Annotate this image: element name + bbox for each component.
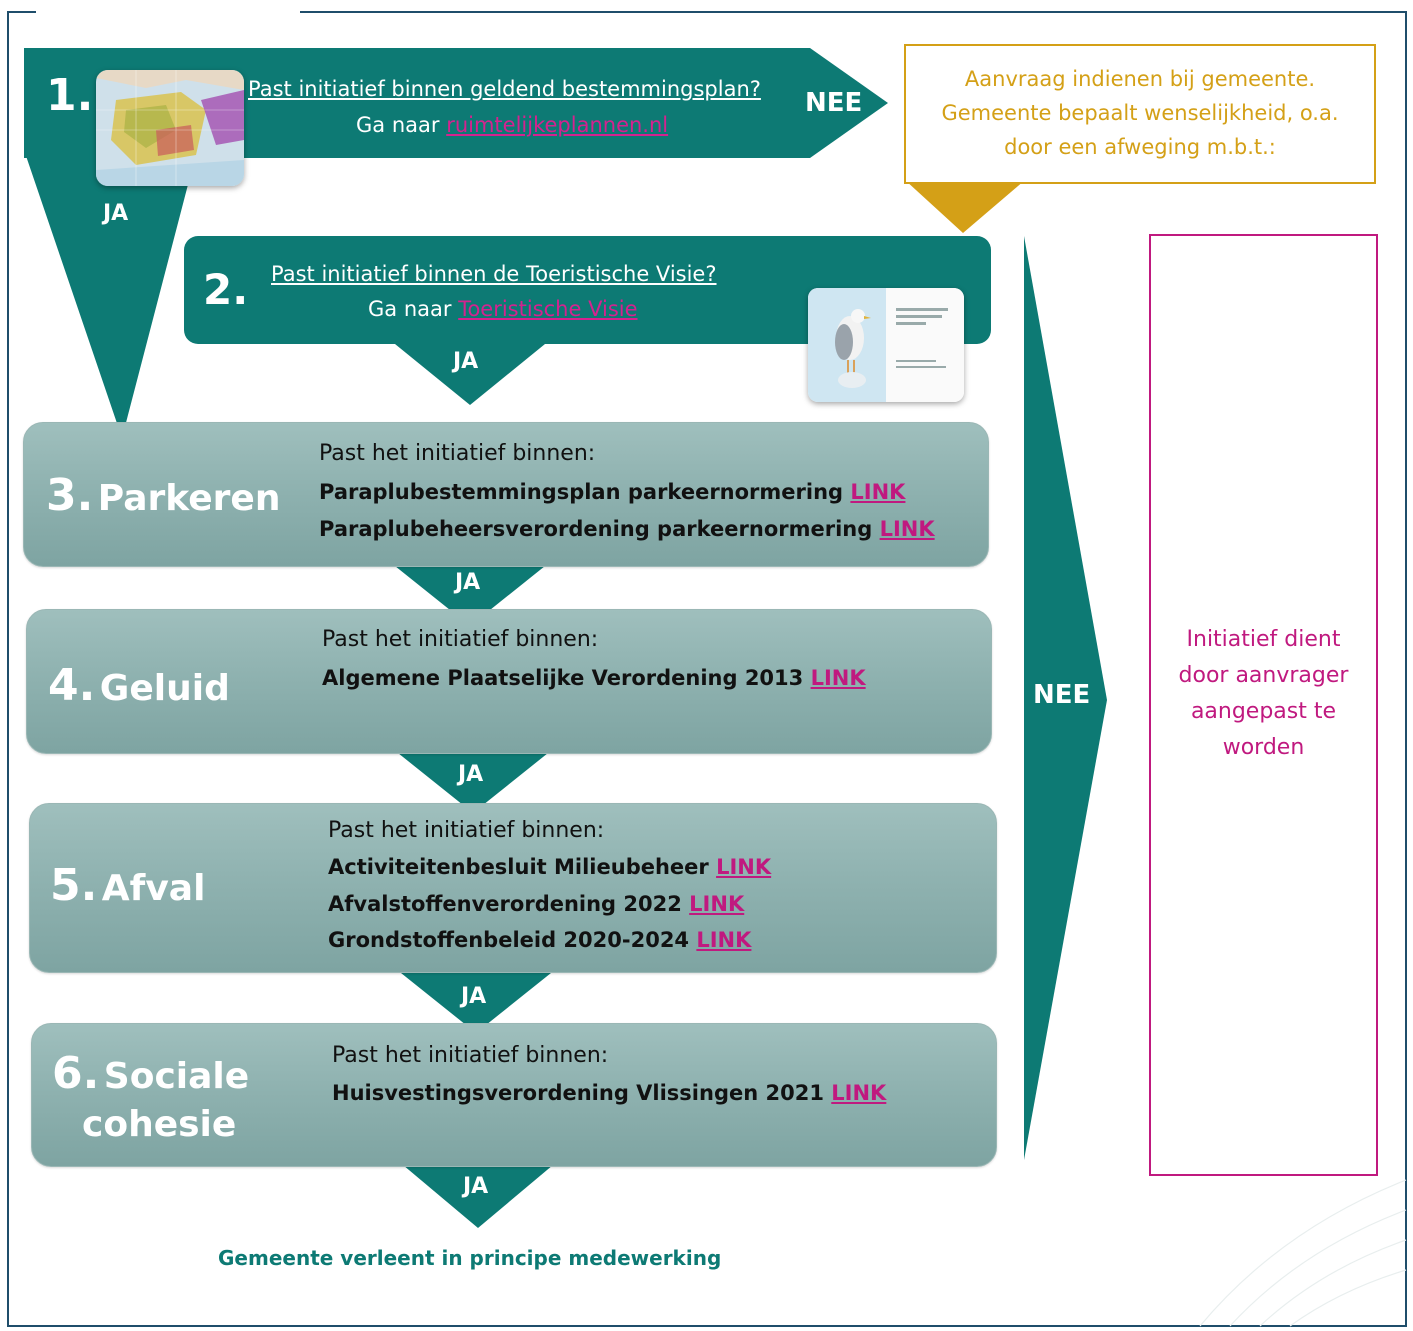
step6-number: 6.	[52, 1048, 100, 1099]
rule-link[interactable]: LINK	[879, 517, 935, 541]
rule-text: Grondstoffenbeleid 2020-2024	[328, 928, 697, 952]
nee-arrow-shape	[1024, 236, 1107, 1160]
final-outcome-text: Gemeente verleent in principe medewerkin…	[218, 1246, 722, 1270]
toeristische-visie-link[interactable]: Toeristische Visie	[458, 297, 638, 321]
map-image	[96, 70, 244, 186]
map-thumbnail[interactable]	[96, 70, 244, 186]
outcome-line: door aanvrager	[1178, 663, 1349, 688]
step4-ja-triangle	[398, 753, 548, 813]
step5-box	[29, 803, 997, 973]
step3-title: Parkeren	[97, 478, 281, 519]
step1-goto: Ga naar ruimtelijkeplannen.nl	[356, 113, 668, 137]
nee-arrow-label: NEE	[1033, 680, 1091, 710]
step6-title-line2: cohesie	[82, 1104, 237, 1145]
step2-ja-triangle	[395, 344, 545, 405]
rule-text: Algemene Plaatselijke Verordening 2013	[322, 666, 811, 690]
gemeente-line: door een afweging m.b.t.:	[1004, 135, 1276, 159]
rule-text: Huisvestingsverordening Vlissingen 2021	[332, 1081, 832, 1105]
seagull-image	[808, 288, 964, 402]
step4-heading: 4. Geluid	[48, 660, 230, 711]
step2-goto-prefix: Ga naar	[368, 297, 459, 321]
gemeente-text: Aanvraag indienen bij gemeente. Gemeente…	[906, 62, 1374, 164]
step3-heading: 3. Parkeren	[46, 470, 280, 521]
rule-text: Activiteitenbesluit Milieubeheer	[328, 855, 717, 879]
rule-text: Paraplubestemmingsplan parkeernormering	[319, 480, 851, 504]
step3-number: 3.	[46, 470, 94, 521]
outcome-box: Initiatief dient door aanvrager aangepas…	[1149, 234, 1378, 1176]
step1-ja-label: JA	[103, 201, 129, 226]
step6-ja-label: JA	[463, 1174, 489, 1199]
step5-ja-triangle	[401, 973, 551, 1033]
ruimtelijkeplannen-link[interactable]: ruimtelijkeplannen.nl	[446, 113, 669, 137]
step6-heading: 6. Sociale	[52, 1048, 249, 1099]
rule-text: Paraplubeheersverordening parkeernormeri…	[319, 517, 880, 541]
step1-goto-prefix: Ga naar	[356, 113, 447, 137]
rule-text: Afvalstoffenverordening 2022	[328, 892, 690, 916]
step3-rule: Paraplubeheersverordening parkeernormeri…	[319, 517, 935, 541]
outer-frame	[7, 11, 1407, 1327]
rule-link[interactable]: LINK	[689, 892, 745, 916]
step4-rule: Algemene Plaatselijke Verordening 2013 L…	[322, 666, 866, 690]
step3-ja-label: JA	[455, 570, 481, 595]
outcome-line: aangepast te	[1190, 699, 1337, 724]
step6-box	[31, 1023, 997, 1167]
step6-rule: Huisvestingsverordening Vlissingen 2021 …	[332, 1081, 886, 1105]
rule-link[interactable]: LINK	[810, 666, 866, 690]
step4-title: Geluid	[99, 668, 230, 709]
gemeente-line: Aanvraag indienen bij gemeente.	[964, 67, 1316, 91]
step2-ja-label: JA	[453, 349, 479, 374]
step4-number: 4.	[48, 660, 96, 711]
step6-title-line1: Sociale	[103, 1056, 250, 1097]
step1-ja-triangle	[24, 150, 197, 438]
decorative-curves	[1199, 1179, 1407, 1327]
step5-heading: 5. Afval	[50, 860, 205, 911]
step4-box	[26, 609, 992, 754]
step5-rule: Afvalstoffenverordening 2022 LINK	[328, 892, 744, 916]
step2-box-shape	[184, 236, 991, 344]
step1-question[interactable]: Past initiatief binnen geldend bestemmin…	[248, 77, 761, 101]
outcome-line: worden	[1222, 735, 1305, 760]
rule-link[interactable]: LINK	[850, 480, 906, 504]
step6-intro: Past het initiatief binnen:	[332, 1043, 609, 1068]
rule-link[interactable]: LINK	[716, 855, 772, 879]
step4-intro: Past het initiatief binnen:	[322, 627, 599, 652]
step2-goto: Ga naar Toeristische Visie	[368, 297, 638, 321]
step5-title: Afval	[101, 868, 206, 909]
step5-ja-label: JA	[461, 984, 487, 1009]
step5-number: 5.	[50, 860, 98, 911]
outcome-text: Initiatief dient door aanvrager aangepas…	[1151, 622, 1376, 766]
step5-rule: Activiteitenbesluit Milieubeheer LINK	[328, 855, 771, 879]
step2-number: 2.	[203, 265, 249, 314]
step1-number: 1.	[46, 70, 94, 121]
outcome-line: Initiatief dient	[1186, 627, 1341, 652]
step4-ja-label: JA	[458, 762, 484, 787]
visie-thumbnail[interactable]	[808, 288, 964, 402]
rule-link[interactable]: LINK	[831, 1081, 887, 1105]
step5-rule: Grondstoffenbeleid 2020-2024 LINK	[328, 928, 751, 952]
step3-intro: Past het initiatief binnen:	[319, 441, 596, 466]
step6-ja-triangle	[403, 1165, 553, 1228]
gemeente-line: Gemeente bepaalt wenselijkheid, o.a.	[941, 101, 1339, 125]
step2-question[interactable]: Past initiatief binnen de Toeristische V…	[271, 262, 717, 286]
step3-box	[23, 422, 989, 567]
rule-link[interactable]: LINK	[696, 928, 752, 952]
gemeente-box: Aanvraag indienen bij gemeente. Gemeente…	[904, 44, 1376, 184]
step3-rule: Paraplubestemmingsplan parkeernormering …	[319, 480, 905, 504]
step3-ja-triangle	[395, 566, 545, 626]
gemeente-pointer	[905, 180, 1025, 233]
step1-nee-label: NEE	[805, 88, 863, 118]
step5-intro: Past het initiatief binnen:	[328, 818, 605, 843]
